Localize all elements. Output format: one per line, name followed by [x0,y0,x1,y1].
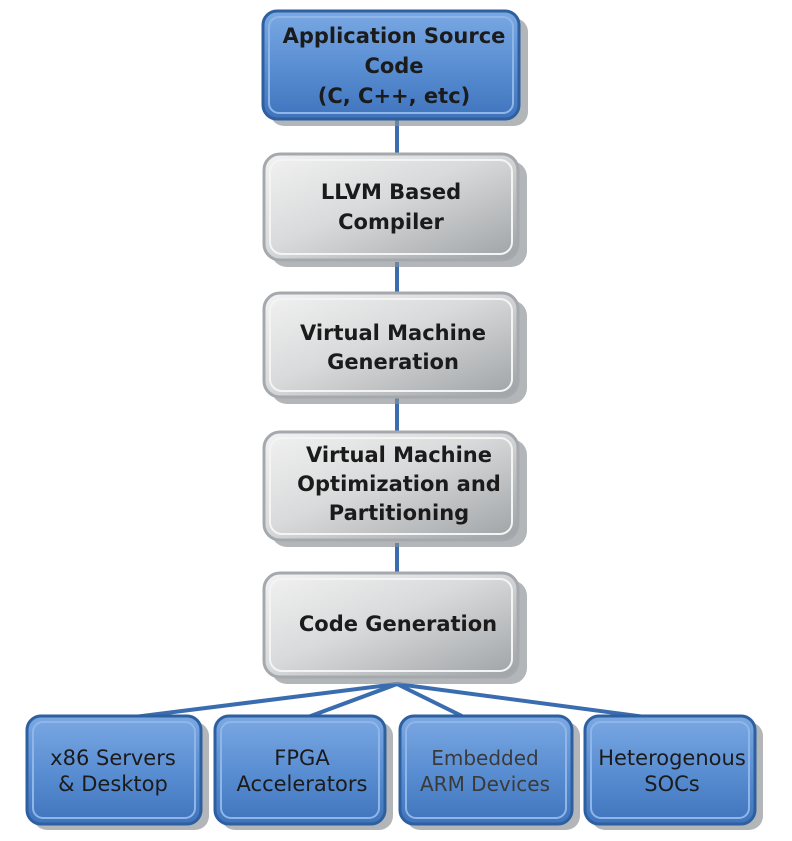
target-x86-label-line-2: & Desktop [58,772,168,796]
vm-optimization-box: Virtual Machine Optimization and Partiti… [262,430,527,547]
target-fpga-label-line-2: Accelerators [237,772,368,796]
target-arm-label-line-1: Embedded [431,746,539,770]
connector-to-fpga [299,682,398,722]
connector-to-socs [396,682,669,722]
source-label-line-3: (C, C++, etc) [318,84,471,108]
source-box: Application Source Code (C, C++, etc) [261,9,528,126]
connector-to-x86 [109,682,398,722]
vm-generation-box: Virtual Machine Generation [262,291,527,404]
vm-optimization-label-line-2: Optimization and [297,472,501,496]
target-socs-box: Heterogenous SOCs [583,714,763,830]
target-arm-box: Embedded ARM Devices [398,714,580,830]
connector-to-arm [396,682,471,722]
target-fpga-box: FPGA Accelerators [213,714,393,830]
llvm-compiler-label-line-1: LLVM Based [321,180,461,204]
vm-optimization-label-line-1: Virtual Machine [306,443,492,467]
code-generation-box: Code Generation [262,571,527,684]
source-label-line-1: Application Source [283,24,506,48]
source-label-line-2: Code [364,54,423,78]
connectors [109,120,669,722]
vm-optimization-label-line-3: Partitioning [329,501,469,525]
vm-generation-label-line-1: Virtual Machine [300,321,486,345]
llvm-compiler-label-line-2: Compiler [338,210,444,234]
llvm-compiler-box: LLVM Based Compiler [262,152,527,267]
target-socs-label-line-1: Heterogenous [598,746,746,770]
target-socs-label-line-2: SOCs [644,772,699,796]
target-fpga-label-line-1: FPGA [274,746,330,770]
target-x86-label-line-1: x86 Servers [50,746,176,770]
vm-generation-label-line-2: Generation [327,350,459,374]
target-arm-label-line-2: ARM Devices [420,772,550,796]
code-generation-label: Code Generation [299,612,497,636]
target-x86-box: x86 Servers & Desktop [25,714,209,830]
